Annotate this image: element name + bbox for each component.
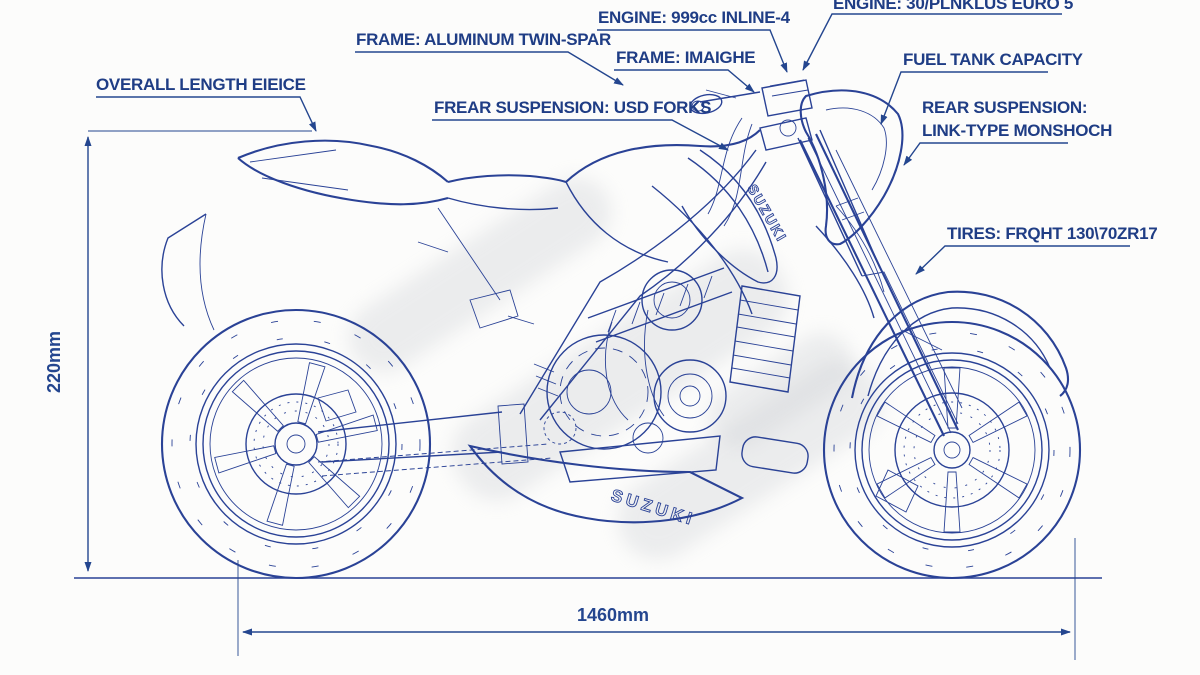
label-engine-inline4: ENGINE: 999cc INLINE-4 bbox=[598, 8, 791, 27]
brake-lever bbox=[705, 89, 737, 99]
tank-shroud bbox=[687, 157, 769, 273]
front-forks bbox=[797, 129, 963, 437]
tail-section bbox=[161, 139, 567, 331]
triple-clamp bbox=[759, 117, 813, 151]
oil-sump bbox=[559, 435, 721, 483]
leader-fuel-tank bbox=[880, 71, 1048, 125]
height-dimension-value: 220mm bbox=[44, 331, 64, 393]
leader-engine-inline4 bbox=[597, 29, 788, 73]
dimension-lines: 220mm 1460mm bbox=[44, 130, 1102, 660]
callouts: OVERALL LENGTH EIEICE FRAME: ALUMINUM TW… bbox=[96, 0, 1158, 275]
radiator bbox=[729, 285, 801, 393]
label-frame-imaighe: FRAME: IMAIGHE bbox=[616, 48, 755, 67]
fuel-tank: SUZUKI bbox=[565, 129, 791, 315]
leader-front-suspension bbox=[432, 119, 729, 151]
chain bbox=[317, 443, 549, 463]
engine bbox=[546, 267, 733, 483]
bar-end bbox=[689, 93, 723, 115]
lower-cowl bbox=[815, 225, 875, 319]
cable bbox=[707, 117, 743, 215]
label-front-suspension: FREAR SUSPENSION: USD FORKS bbox=[434, 98, 711, 117]
swingarm bbox=[317, 403, 577, 477]
label-frame-aluminum: FRAME: ALUMINUM TWIN-SPAR bbox=[356, 30, 611, 49]
leader-engine-euro5 bbox=[802, 13, 1062, 71]
belly-pan: SUZUKI bbox=[467, 436, 809, 530]
front-sprocket bbox=[543, 411, 577, 445]
rear-wheel bbox=[160, 308, 432, 580]
seat bbox=[447, 174, 567, 184]
clutch-cover bbox=[546, 334, 662, 450]
front-fender bbox=[850, 290, 1070, 399]
muffler bbox=[741, 436, 809, 474]
footpeg-bracket bbox=[469, 289, 519, 329]
tank-suzuki-logo: SUZUKI bbox=[744, 182, 790, 246]
leader-overall-length bbox=[96, 96, 317, 132]
oil-filter bbox=[632, 422, 664, 454]
label-engine-euro5: ENGINE: 30/PLNKLUS EURO 5 bbox=[833, 0, 1073, 13]
leader-rear-suspension bbox=[903, 142, 1068, 166]
exhaust-header bbox=[644, 309, 665, 417]
rear-brake-disc bbox=[245, 393, 347, 495]
exhaust-header bbox=[604, 321, 629, 421]
label-rear-suspension-line2: LINK-TYPE MONSHOCH bbox=[922, 121, 1112, 140]
label-overall-length: OVERALL LENGTH EIEICE bbox=[96, 75, 306, 94]
length-dimension-value: 1460mm bbox=[577, 605, 649, 625]
rear-fender bbox=[161, 213, 207, 327]
passenger-peg bbox=[417, 241, 449, 253]
label-tires: TIRES: FRQHT 130\70ZR17 bbox=[947, 224, 1157, 243]
fork-clamp-band bbox=[835, 197, 865, 221]
cable bbox=[723, 123, 753, 227]
rear-shock bbox=[533, 363, 559, 397]
front-caliper bbox=[875, 469, 919, 513]
label-rear-suspension-line1: REAR SUSPENSION: bbox=[922, 98, 1087, 117]
headlight-cowl bbox=[799, 89, 904, 319]
fork-slider bbox=[861, 271, 959, 425]
leader-tires bbox=[915, 245, 1130, 275]
motorcycle-drawing: SUZUKI bbox=[160, 79, 1082, 580]
leader-frame-imaighe bbox=[614, 69, 755, 93]
handlebar bbox=[689, 79, 813, 227]
label-fuel-tank: FUEL TANK CAPACITY bbox=[903, 50, 1084, 69]
leader-frame-aluminum bbox=[355, 51, 624, 86]
front-brake-disc bbox=[894, 392, 1010, 508]
rear-caliper bbox=[317, 389, 357, 422]
cylinder-head bbox=[587, 267, 733, 343]
